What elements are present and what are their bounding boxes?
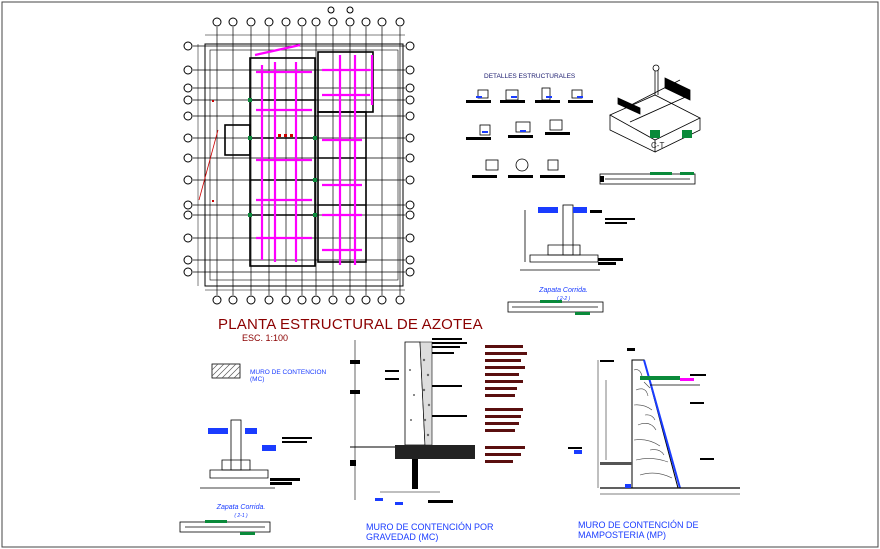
detail-fills bbox=[466, 100, 593, 178]
zapata-upper-caption: Zapata Corrida. ( 2-2 ) bbox=[536, 287, 591, 303]
right-axis-markers bbox=[405, 41, 415, 277]
legend-label-line1: MURO DE CONTENCION bbox=[250, 369, 327, 376]
bottom-axis-markers bbox=[212, 295, 405, 305]
legend-label: MURO DE CONTENCION (MC) bbox=[250, 369, 326, 383]
walls bbox=[224, 51, 374, 267]
beam-detail-3 bbox=[179, 521, 271, 533]
zapata-upper-detail bbox=[520, 204, 600, 271]
zapata-upper-label: Zapata Corrida. bbox=[539, 287, 588, 294]
grid-horizontal bbox=[193, 45, 405, 273]
masonry-wall-line1: MURO DE CONTENCIÓN DE bbox=[578, 520, 699, 530]
detail-blue-marks bbox=[476, 96, 583, 133]
zapata-lower-detail bbox=[200, 419, 275, 489]
zapata-upper-sub: ( 2-2 ) bbox=[556, 296, 571, 302]
zapata-lower-label: Zapata Corrida. bbox=[216, 504, 266, 511]
gravity-wall-caption: MURO DE CONTENCIÓN POR GRAVEDAD (MC) bbox=[366, 522, 494, 542]
gravity-wall-section bbox=[350, 340, 475, 500]
plan-title: PLANTA ESTRUCTURAL DE AZOTEA bbox=[218, 316, 483, 333]
structural-details-group bbox=[466, 64, 701, 185]
legend-label-line2: (MC) bbox=[250, 376, 265, 383]
structural-floor-plan bbox=[183, 6, 415, 305]
ct-isometric-detail bbox=[609, 70, 701, 153]
masonry-wall-line2: MAMPOSTERIA (MP) bbox=[578, 530, 667, 540]
details-title: DETALLES ESTRUCTURALES bbox=[484, 73, 576, 80]
gravity-wall-notes bbox=[350, 338, 467, 417]
detail-sections bbox=[477, 87, 583, 172]
masonry-wall-notes bbox=[568, 348, 714, 460]
left-axis-markers bbox=[183, 41, 193, 277]
ct-label: C-T bbox=[651, 141, 665, 150]
rebar-lines bbox=[254, 43, 374, 265]
zapata-lower-caption: Zapata Corrida. ( 2-1 ) bbox=[212, 504, 270, 520]
gravity-wall-line2: GRAVEDAD (MC) bbox=[366, 532, 439, 542]
column-marks bbox=[212, 100, 293, 202]
legend-hatch-swatch bbox=[211, 363, 241, 379]
beam-detail-1 bbox=[599, 173, 696, 185]
plan-scale: ESC. 1:100 bbox=[242, 333, 289, 343]
beam-detail-2 bbox=[507, 301, 604, 313]
masonry-wall-section bbox=[597, 359, 740, 495]
column-dots bbox=[248, 98, 317, 217]
masonry-wall-caption: MURO DE CONTENCIÓN DE MAMPOSTERIA (MP) bbox=[578, 520, 699, 540]
gravity-wall-line1: MURO DE CONTENCIÓN POR bbox=[366, 522, 494, 532]
zapata-lower-sub: ( 2-1 ) bbox=[234, 513, 248, 519]
gravity-wall-notes-maroon bbox=[485, 345, 527, 463]
top-axis-markers bbox=[212, 6, 405, 27]
dimension-lines bbox=[197, 34, 405, 291]
